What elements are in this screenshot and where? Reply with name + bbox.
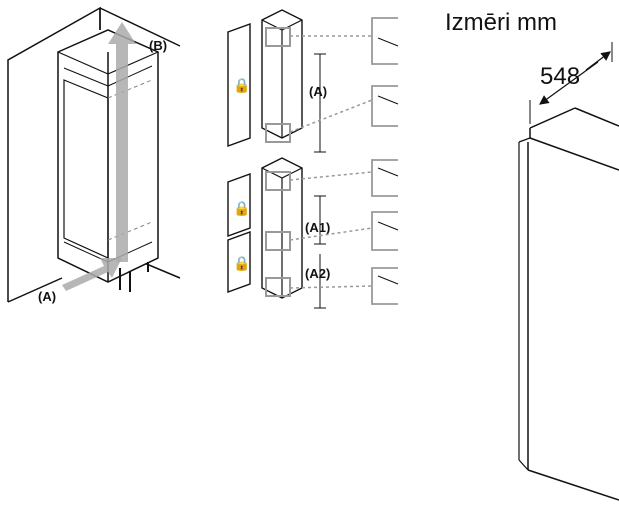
vent-dashed (107, 79, 153, 99)
weight-lock-icon: 🔒 (233, 201, 250, 217)
cabinet-shelf2 (107, 65, 153, 87)
detail-box (371, 85, 399, 127)
cabinet-shelf (63, 67, 109, 87)
appliance-outline (530, 108, 619, 511)
vent-dashed2 (107, 221, 153, 241)
hinge-highlight-top (265, 27, 291, 47)
appliance-front-left (518, 137, 531, 143)
hinge-highlight-bottom (265, 277, 291, 297)
weight-lock-icon: 🔒 (233, 256, 250, 272)
hinge-highlight-bottom (265, 123, 291, 143)
airflow-up-arrow (108, 22, 136, 262)
dim-548-arrow2 (585, 51, 611, 71)
cabinet-top-edge (57, 51, 109, 75)
detail-box (371, 17, 399, 65)
page-title: Izmēri mm (445, 9, 557, 36)
door-panel-single (227, 23, 251, 147)
leader-line (289, 285, 373, 289)
cabinet-airflow-panel: (B) (A) (7, 6, 181, 304)
leader-line (289, 99, 373, 133)
door-panel-upper (227, 173, 251, 237)
dim-label-a: (A) (309, 84, 327, 99)
appliance-front-top2 (529, 137, 619, 171)
label-a: (A) (38, 289, 56, 304)
detail-box (371, 211, 399, 251)
weight-lock-icon: 🔒 (233, 78, 250, 94)
detail-box (371, 159, 399, 197)
appliance-edge (281, 167, 303, 179)
hinge-highlight-top (265, 171, 291, 191)
door-panel-lower (227, 231, 251, 293)
door-alignment-panel: 🔒 (A) 🔒 🔒 (227, 9, 399, 309)
hinge-highlight-mid (265, 231, 291, 251)
dim-548-label: 548 (540, 63, 580, 90)
appliance-top-left (529, 107, 576, 129)
dimensions-panel: Izmēri mm 548 (445, 9, 619, 511)
dim-label-a1: (A1) (305, 220, 330, 235)
detail-box (371, 267, 399, 305)
leader-line (289, 171, 373, 181)
appliance-top-right (574, 107, 619, 127)
room-wall-right (99, 7, 181, 47)
leader-line (289, 227, 373, 241)
dim-label-a2: (A2) (305, 266, 330, 281)
label-b: (B) (149, 38, 167, 53)
appliance-bottom (527, 469, 619, 501)
airflow-in-arrow (62, 258, 122, 291)
floor-line-left (7, 277, 63, 303)
appliance-bottom-edge (518, 459, 529, 471)
